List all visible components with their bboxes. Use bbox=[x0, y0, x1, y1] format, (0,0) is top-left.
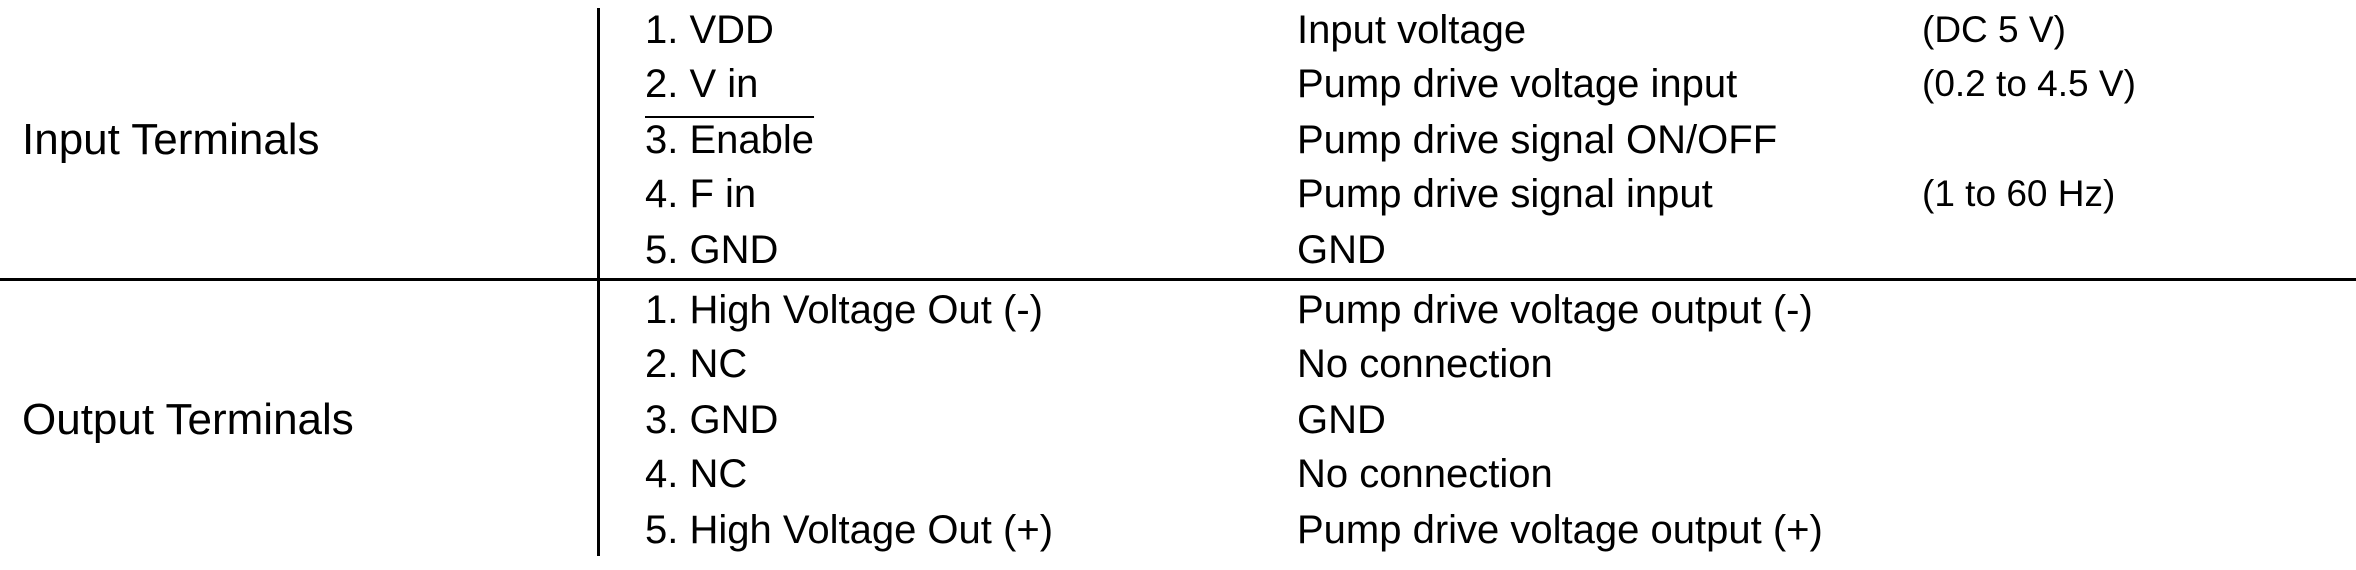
terminal-name: 1. VDD bbox=[645, 8, 774, 52]
terminal-description: No connection bbox=[1297, 342, 1553, 386]
input-terminal-row-gnd: 5. GND GND bbox=[0, 222, 2356, 278]
terminal-description: Pump drive voltage output (-) bbox=[1297, 288, 1813, 332]
input-terminal-row-vin: 2. V in Pump drive voltage input (0.2 to… bbox=[0, 56, 2356, 112]
group-divider bbox=[0, 278, 2356, 281]
output-terminal-row-nc-4: 4. NC No connection bbox=[0, 446, 2356, 502]
input-terminal-row-enable: 3. Enable Pump drive signal ON/OFF bbox=[0, 112, 2356, 168]
terminal-note: (0.2 to 4.5 V) bbox=[1922, 63, 2136, 104]
output-terminals-label: Output Terminals bbox=[22, 395, 354, 444]
column-divider-input bbox=[597, 8, 600, 280]
input-terminal-row-vdd: 1. VDD Input voltage (DC 5 V) bbox=[0, 2, 2356, 58]
terminal-description: Pump drive signal ON/OFF bbox=[1297, 118, 1778, 162]
terminal-name: 5. High Voltage Out (+) bbox=[645, 508, 1054, 552]
terminal-description: GND bbox=[1297, 398, 1386, 442]
terminal-description: GND bbox=[1297, 228, 1386, 272]
terminal-description: Input voltage bbox=[1297, 8, 1527, 52]
terminal-note: (DC 5 V) bbox=[1922, 9, 2066, 50]
output-terminal-row-hv-neg: 1. High Voltage Out (-) Pump drive volta… bbox=[0, 282, 2356, 338]
terminal-name: 3. GND bbox=[645, 398, 779, 442]
terminal-description: Pump drive voltage output (+) bbox=[1297, 508, 1823, 552]
terminal-name: 4. F in bbox=[645, 172, 757, 216]
terminal-description: No connection bbox=[1297, 452, 1553, 496]
terminal-name: 2. V in bbox=[645, 62, 759, 106]
output-terminals-group: Output Terminals 1. High Voltage Out (-)… bbox=[0, 280, 2356, 556]
terminal-name: 5. GND bbox=[645, 228, 779, 272]
output-terminal-row-gnd: 3. GND GND bbox=[0, 392, 2356, 448]
input-terminals-group: Input Terminals 1. VDD Input voltage (DC… bbox=[0, 0, 2356, 276]
terminal-name-enable-active-low: 3. Enable bbox=[645, 118, 815, 162]
terminal-name: 2. NC bbox=[645, 342, 748, 386]
terminal-description: Pump drive voltage input bbox=[1297, 62, 1738, 106]
terminal-name: 4. NC bbox=[645, 452, 748, 496]
column-divider-output bbox=[597, 280, 600, 556]
output-terminal-row-hv-pos: 5. High Voltage Out (+) Pump drive volta… bbox=[0, 502, 2356, 558]
terminal-note: (1 to 60 Hz) bbox=[1922, 173, 2116, 214]
output-terminal-row-nc-2: 2. NC No connection bbox=[0, 336, 2356, 392]
input-terminal-row-fin: 4. F in Pump drive signal input (1 to 60… bbox=[0, 166, 2356, 222]
terminal-description: Pump drive signal input bbox=[1297, 172, 1713, 216]
terminal-name: 1. High Voltage Out (-) bbox=[645, 288, 1043, 332]
input-terminals-label: Input Terminals bbox=[22, 115, 320, 164]
